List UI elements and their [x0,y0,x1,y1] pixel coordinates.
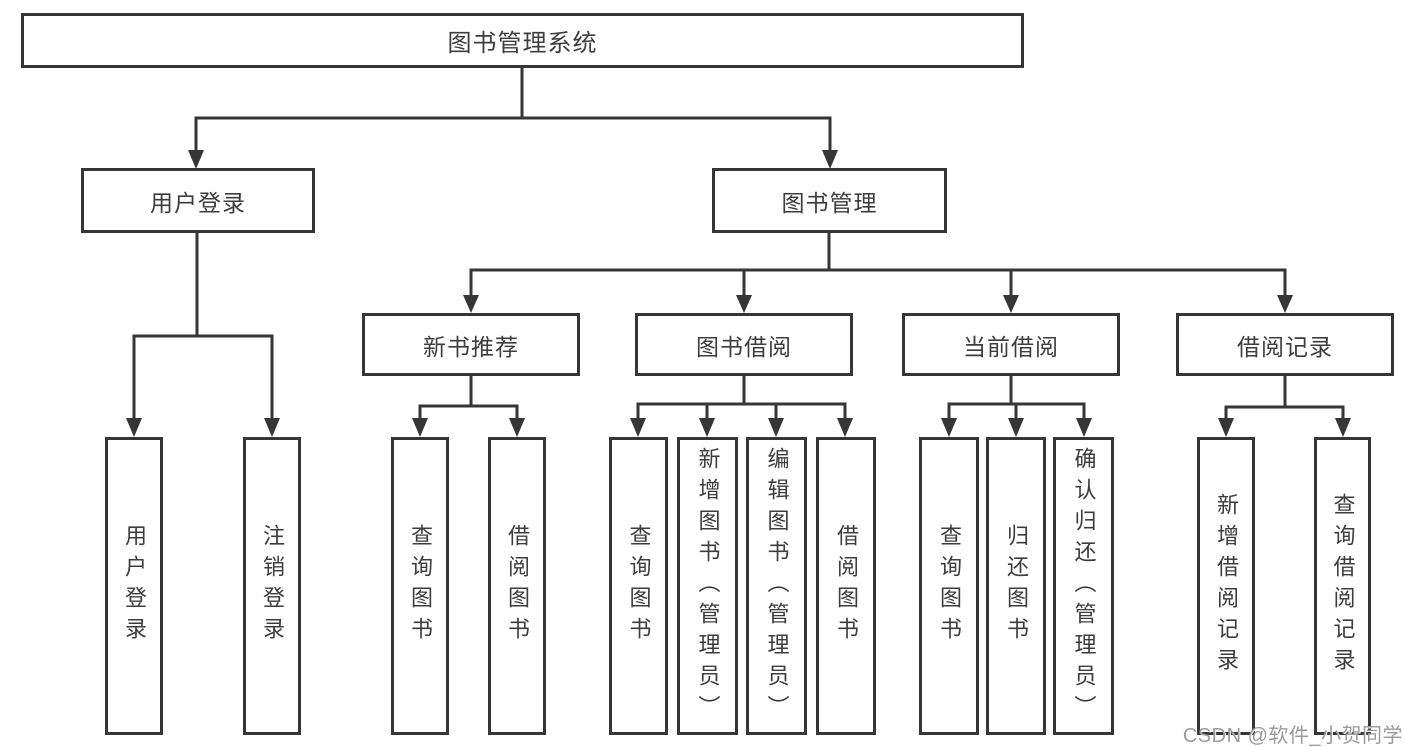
leaf-add-borrow-record: 新增借阅记录 [1197,437,1255,735]
node-current-borrowing: 当前借阅 [902,313,1120,376]
leaf-edit-books-admin: 编辑图书（管理员） [746,437,807,735]
leaf-label: 查询图书 [408,524,433,648]
leaf-confirm-return-admin: 确认归还（管理员） [1053,437,1114,735]
node-label: 当前借阅 [963,333,1059,360]
leaf-label: 注销登录 [260,524,285,648]
leaf-label: 归还图书 [1004,524,1029,648]
leaf-label: 确认归还（管理员） [1071,446,1097,726]
leaf-label: 查询图书 [937,524,962,648]
node-label: 用户登录 [150,189,246,216]
leaf-query-books-current: 查询图书 [919,437,979,735]
leaf-logout: 注销登录 [243,437,301,735]
node-label: 图书借阅 [696,333,792,360]
leaf-query-books-borrowing: 查询图书 [609,437,668,735]
node-book-management: 图书管理 [712,168,947,233]
node-label: 图书管理 [781,189,878,216]
node-user-login: 用户登录 [81,168,315,233]
leaf-borrow-books: 借阅图书 [816,437,876,735]
leaf-label: 借阅图书 [834,524,859,648]
leaf-label: 新增图书（管理员） [695,446,721,726]
node-borrowing-records: 借阅记录 [1176,313,1394,376]
leaf-label: 查询借阅记录 [1330,493,1356,679]
leaf-label: 查询图书 [626,524,652,648]
leaf-return-books: 归还图书 [986,437,1046,735]
node-root-system: 图书管理系统 [21,13,1024,68]
node-label: 图书管理系统 [447,30,598,57]
leaf-query-borrow-record: 查询借阅记录 [1314,437,1371,735]
node-label: 借阅记录 [1237,333,1333,360]
leaf-add-books-admin: 新增图书（管理员） [677,437,738,735]
node-label: 新书推荐 [423,333,519,360]
connector-lines [132,65,1345,422]
leaf-user-login: 用户登录 [105,437,163,735]
leaf-borrow-books-recommend: 借阅图书 [488,437,546,735]
node-new-book-recommend: 新书推荐 [362,313,580,376]
leaf-label: 用户登录 [122,524,147,648]
leaf-label: 借阅图书 [505,524,530,648]
node-book-borrowing: 图书借阅 [635,313,853,376]
csdn-watermark: CSDN @软件_小贺同学 [1182,725,1403,747]
leaf-query-books-recommend: 查询图书 [391,437,449,735]
leaf-label: 编辑图书（管理员） [764,446,790,726]
leaf-label: 新增借阅记录 [1214,493,1239,679]
